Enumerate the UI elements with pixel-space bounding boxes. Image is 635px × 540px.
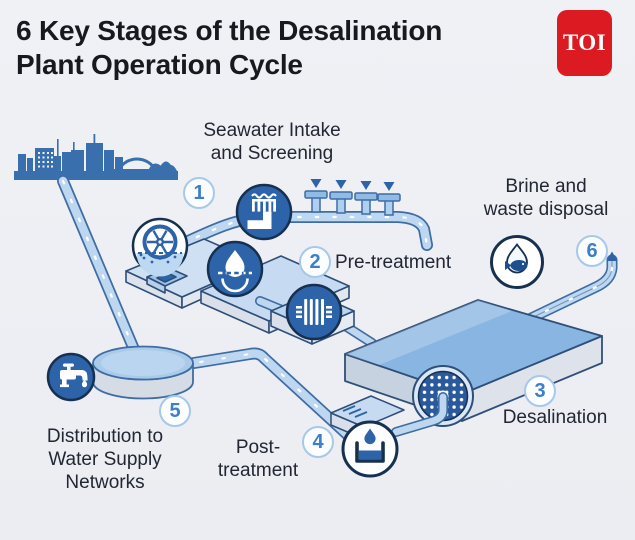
stage-4-badge: 4 (302, 426, 334, 458)
intake-down-arrows-icon (310, 179, 395, 191)
pipe-city-supply (57, 175, 139, 353)
water-tap-icon (46, 352, 96, 402)
distribution-tank (92, 345, 194, 400)
stage-6-label: Brine and waste disposal (483, 176, 609, 220)
stage-2-label: Pre-treatment (335, 252, 452, 273)
toi-logo: TOI (557, 10, 612, 76)
title-line-1: 6 Key Stages of the Desalination (16, 15, 443, 46)
pipe-post-to-tank (188, 347, 356, 443)
stage-2-badge: 2 (299, 246, 331, 278)
page-title: 6 Key Stages of the Desalination Plant O… (16, 14, 546, 82)
stage-1-label: Seawater Intake and Screening (203, 120, 341, 164)
brine-outfall-arrow-icon (606, 251, 618, 261)
drum-screen-icon (131, 217, 189, 277)
seawater-intake-icon (235, 183, 293, 241)
stage-6-badge: 6 (576, 235, 608, 267)
stage-5-label: Distribution to Water Supply Networks (46, 426, 164, 493)
fish-drop-icon (490, 235, 544, 289)
stage-1-badge: 1 (183, 177, 215, 209)
pipe-membrane-to-post (391, 392, 448, 437)
stage-3-label: Desalination (502, 407, 608, 428)
filtration-icon (285, 283, 343, 341)
pipe-brine-outfall (492, 254, 618, 340)
dosing-beaker-icon (341, 420, 399, 478)
stage-5-badge: 5 (159, 395, 191, 427)
city-skyline-icon (14, 134, 178, 180)
intake-towers (304, 190, 401, 216)
title-line-2: Plant Operation Cycle (16, 49, 303, 80)
toi-logo-text: TOI (562, 30, 607, 55)
stage-3-badge: 3 (524, 375, 556, 407)
sedimentation-icon (206, 240, 264, 298)
stage-4-label: Post- treatment (217, 437, 299, 481)
